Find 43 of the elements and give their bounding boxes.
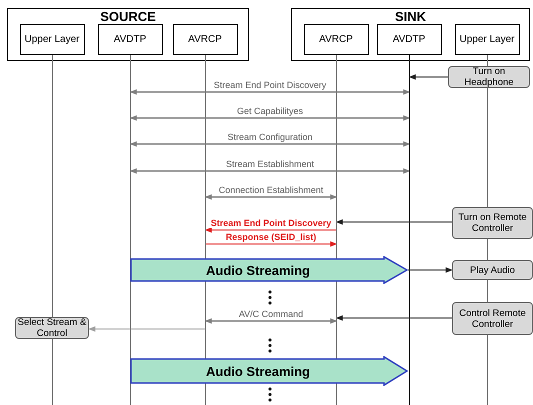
arrow <box>336 219 452 225</box>
lifeline <box>408 54 410 405</box>
arrow <box>204 318 338 324</box>
group-title: SINK <box>394 9 426 25</box>
action-box: Select Stream & Control <box>15 317 89 339</box>
arrow <box>88 326 206 332</box>
arrow <box>408 74 448 80</box>
edge-label: Stream End Point Discovery <box>210 218 332 228</box>
edge-label: Stream Establishment <box>224 159 316 169</box>
participant-box: Upper Layer <box>20 24 84 54</box>
block-arrow <box>130 356 408 386</box>
edge-label: Connection Establishment <box>218 185 324 195</box>
arrow <box>130 168 410 174</box>
arrow <box>130 89 410 95</box>
arrow <box>205 241 338 247</box>
group-title: SOURCE <box>100 9 156 25</box>
action-box: Turn on Headphone <box>448 66 530 88</box>
lifeline <box>52 54 54 317</box>
block-arrow <box>130 256 408 284</box>
arrow <box>204 227 337 233</box>
group-box <box>291 8 530 61</box>
arrow <box>336 315 452 321</box>
group-box <box>7 8 249 61</box>
action-box: Play Audio <box>452 260 533 280</box>
participant-box: AVRCP <box>172 24 238 54</box>
edge-label: Stream End Point Discovery <box>212 80 328 90</box>
edge-label: Stream Configuration <box>226 132 314 142</box>
stream-label: Audio Streaming <box>206 364 310 378</box>
arrow <box>130 141 410 147</box>
participant-box: AVDTP <box>98 24 162 54</box>
participant-box: AVDTP <box>376 24 442 54</box>
arrow <box>130 115 410 121</box>
edge-label: Response (SEID_list) <box>224 232 318 242</box>
edge-label: Get Capabilityes <box>236 106 304 116</box>
arrow <box>408 267 453 273</box>
participant-box: AVRCP <box>304 24 368 54</box>
action-box: Control Remote Controller <box>452 302 533 335</box>
action-box: Turn on Remote Controller <box>452 207 533 239</box>
arrow <box>204 194 338 200</box>
edge-label: AV/C Command <box>238 309 304 319</box>
participant-box: Upper Layer <box>454 24 520 54</box>
stream-label: Audio Streaming <box>206 262 310 278</box>
lifeline <box>130 54 132 405</box>
